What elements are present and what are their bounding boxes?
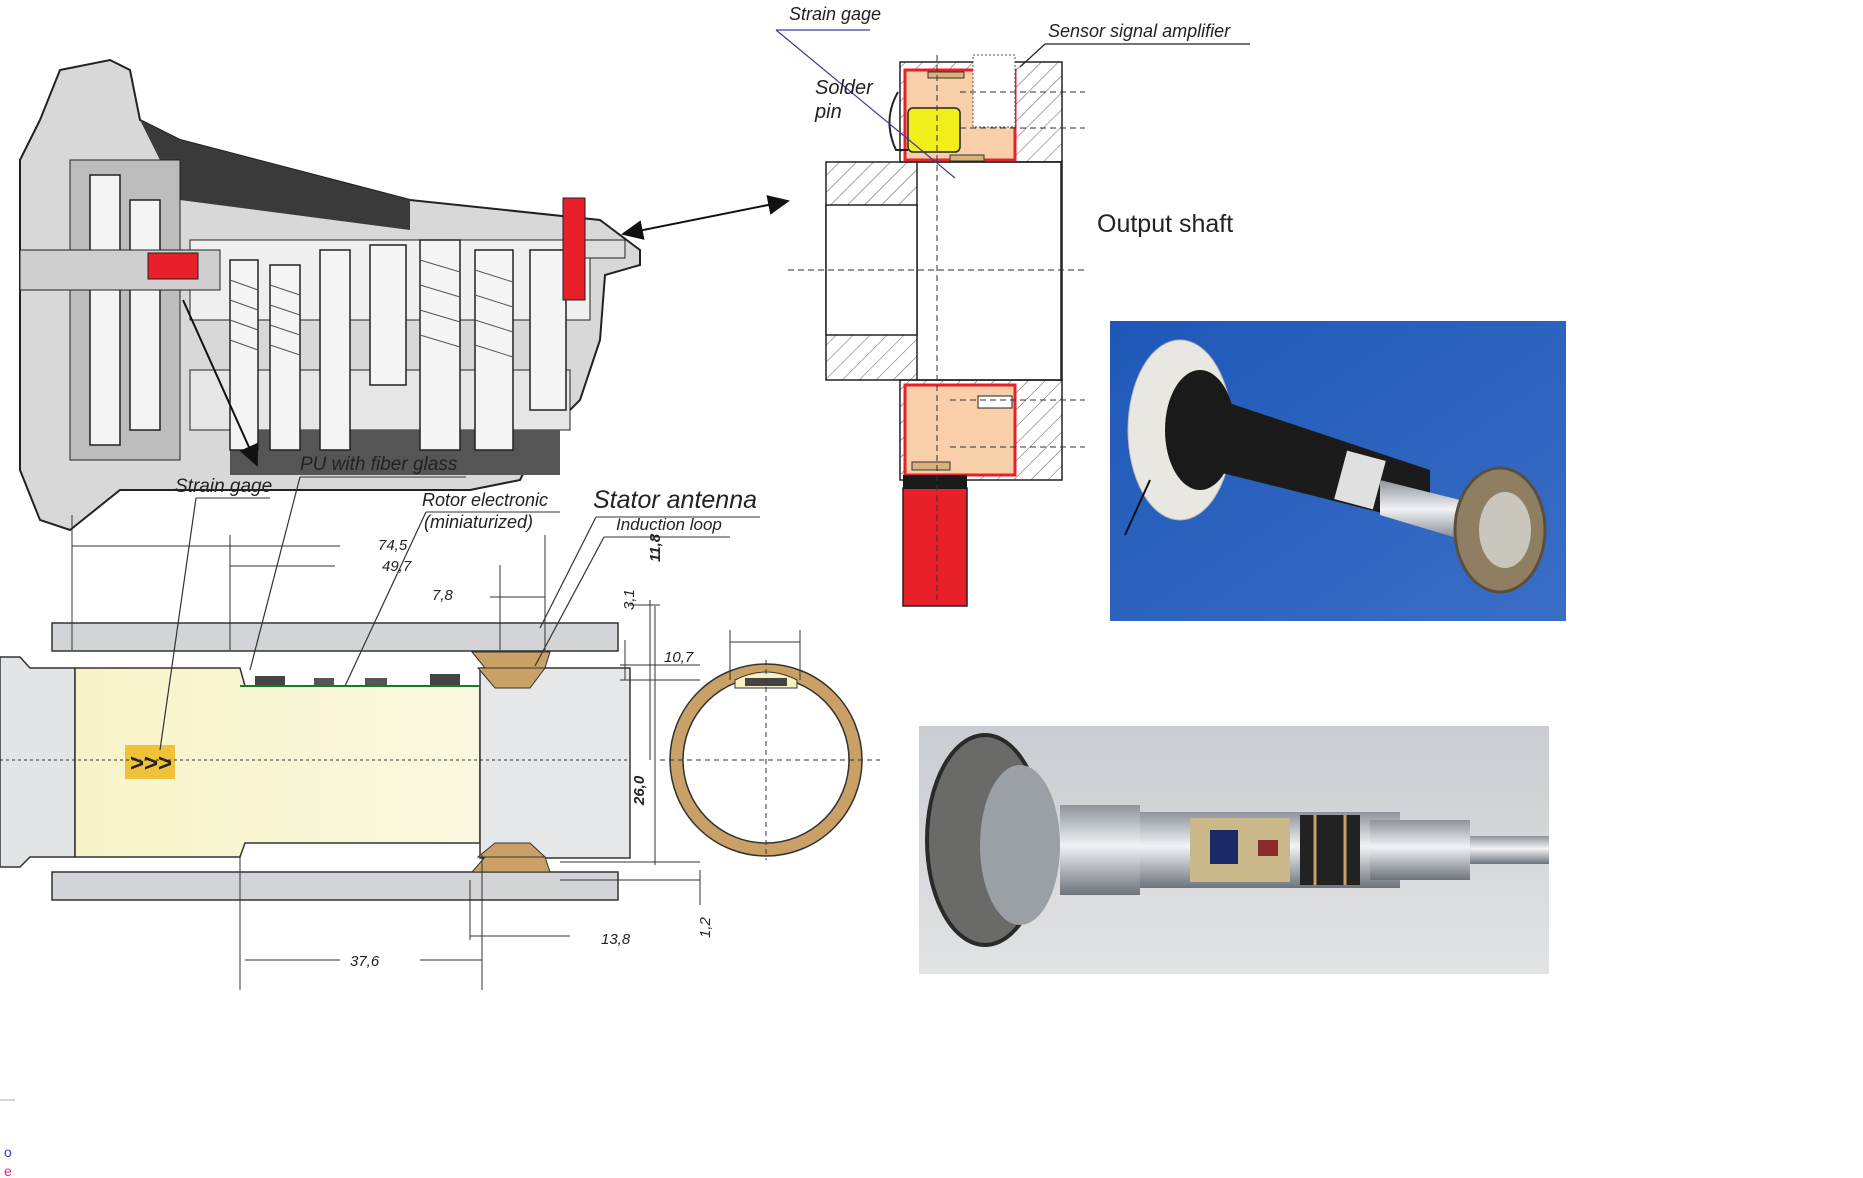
dim-26-0: 26,0 [631, 775, 648, 806]
photo-shaft-blue-background [1110, 321, 1566, 621]
label-pin: pin [814, 101, 842, 123]
dim-49-7: 49,7 [382, 558, 412, 575]
label-solder: Solder [815, 77, 874, 99]
label-sensor-amplifier: Sensor signal amplifier [1048, 21, 1231, 41]
label-strain-gage-bottom: Strain gage [175, 476, 272, 497]
dim-3-1: 3,1 [621, 589, 638, 610]
shaft-assembly-drawing: >>> [0, 476, 760, 1101]
svg-text:>>>: >>> [130, 750, 172, 777]
output-flange-red-marker [562, 197, 586, 301]
edge-fragment-1: o [4, 1144, 12, 1160]
label-output-shaft: Output shaft [1097, 210, 1233, 238]
strain-gage-red-marker [147, 252, 199, 280]
dim-13-8: 13,8 [601, 931, 631, 948]
dim-74-5: 74,5 [378, 537, 408, 554]
label-rotor-electronic: Rotor electronic [422, 490, 548, 510]
dim-37-6: 37,6 [350, 953, 380, 970]
gearbox-cutaway-drawing [19, 58, 641, 532]
dim-10-7: 10,7 [664, 649, 694, 666]
down-arrow [182, 299, 258, 467]
ring-cross-section [660, 630, 880, 860]
label-induction-loop: Induction loop [616, 515, 722, 534]
edge-fragment-2: e [4, 1163, 12, 1178]
label-pu-fiber-glass: PU with fiber glass [300, 454, 458, 475]
label-strain-gage-top: Strain gage [789, 4, 881, 24]
photo-shaft-grey-background [919, 726, 1549, 974]
double-arrow [621, 195, 790, 240]
dim-1-2: 1,2 [697, 916, 714, 938]
label-miniaturized: (miniaturized) [424, 512, 533, 532]
dim-7-8: 7,8 [432, 587, 454, 604]
dim-11-8: 11,8 [647, 533, 664, 562]
label-stator-antenna: Stator antenna [593, 486, 757, 514]
output-shaft-cross-section [788, 54, 1085, 607]
